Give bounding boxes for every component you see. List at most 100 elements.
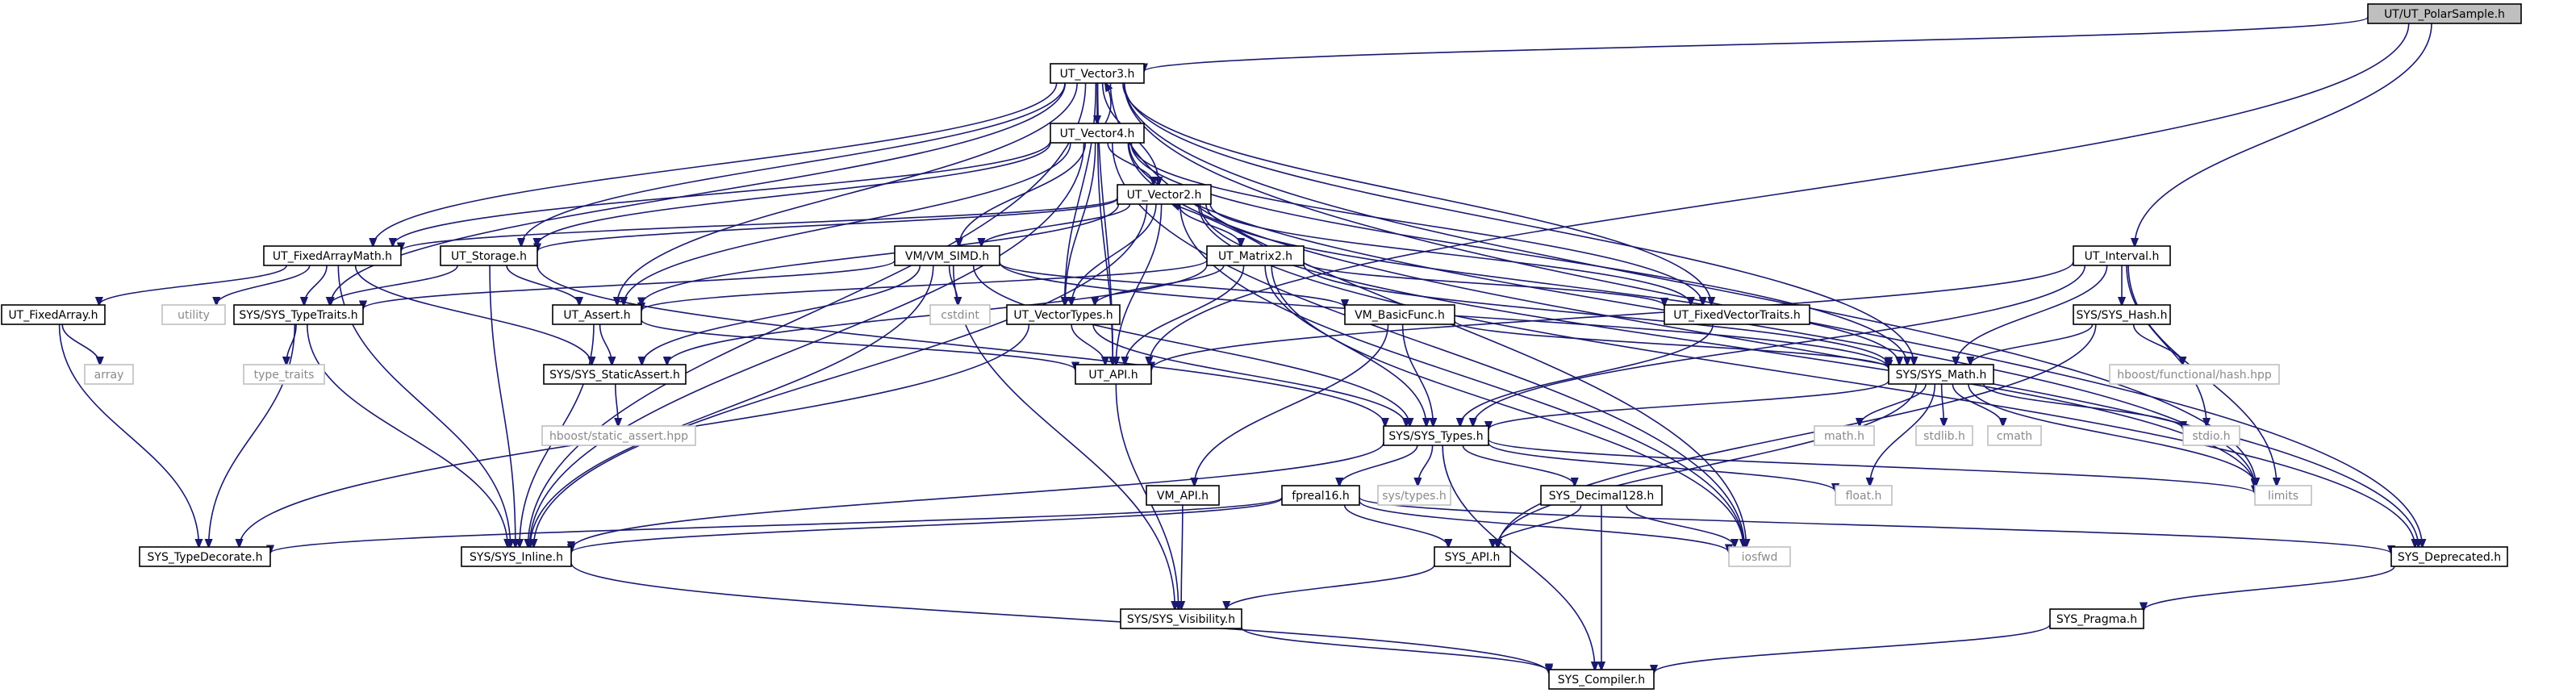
node-cmath: cmath: [1987, 425, 2042, 446]
node-box: [233, 304, 364, 325]
node-label: fpreal16.h: [1292, 490, 1349, 503]
edge-matrix2-to-iosfwd: [1271, 265, 1743, 547]
node-label: UT_Matrix2.h: [1218, 250, 1292, 263]
edge-fixedvectortraits-to-systypes: [1460, 324, 1714, 426]
node-box: [1146, 485, 1220, 506]
node-label: SYS/SYS_Math.h: [1896, 369, 1987, 382]
edge-vector2-to-vmsimd: [981, 203, 1131, 246]
node-storage[interactable]: UT_Storage.h: [440, 245, 538, 266]
edge-interval-to-systypes: [1473, 265, 2086, 426]
edge-fixedarray-to-array: [61, 324, 100, 365]
node-interval[interactable]: UT_Interval.h: [2073, 245, 2171, 266]
node-syshash[interactable]: SYS/SYS_Hash.h: [2073, 304, 2171, 325]
node-label: VM/VM_SIMD.h: [905, 250, 989, 263]
node-systypes[interactable]: SYS/SYS_Types.h: [1383, 425, 1489, 446]
node-sysinline[interactable]: SYS/SYS_Inline.h: [461, 546, 572, 567]
node-fpreal16[interactable]: fpreal16.h: [1281, 485, 1360, 506]
edge-vector2-to-sysinline: [533, 203, 1148, 547]
edge-vmsimd-to-systypes: [972, 265, 1410, 426]
node-compiler[interactable]: SYS_Compiler.h: [1548, 669, 1655, 690]
node-assert[interactable]: UT_Assert.h: [552, 304, 642, 325]
edge-fixedarraymath-to-utility: [216, 265, 311, 305]
node-box: [1548, 669, 1655, 690]
node-deprecated[interactable]: SYS_Deprecated.h: [2390, 546, 2508, 567]
node-polarsample[interactable]: UT/UT_PolarSample.h: [2367, 3, 2522, 24]
node-vectortypes[interactable]: UT_VectorTypes.h: [1006, 304, 1121, 325]
edge-interval-to-stdio: [2126, 265, 2207, 426]
node-staticassert[interactable]: SYS/SYS_StaticAssert.h: [543, 364, 687, 385]
node-label: cmath: [1997, 430, 2032, 443]
node-sysmath[interactable]: SYS/SYS_Math.h: [1888, 364, 1994, 385]
node-fixedvectortraits[interactable]: UT_FixedVectorTraits.h: [1664, 304, 1810, 325]
node-sysapi[interactable]: SYS_API.h: [1434, 546, 1511, 567]
node-box: [1377, 485, 1451, 506]
node-fixedarray[interactable]: UT_FixedArray.h: [1, 304, 106, 325]
edge-fpreal16-to-sysinline: [571, 497, 1283, 553]
edge-syshash-to-sysmath: [1970, 324, 2094, 365]
edge-vector2-to-deprecated: [1197, 203, 2415, 547]
node-box: [2254, 485, 2312, 506]
node-cstdint: cstdint: [929, 304, 991, 325]
node-label: SYS/SYS_StaticAssert.h: [549, 369, 680, 382]
edge-vectortypes-to-utapi: [1071, 324, 1105, 365]
node-vmbasicfunc[interactable]: VM_BasicFunc.h: [1344, 304, 1455, 325]
node-box: [1383, 425, 1489, 446]
node-box: [1344, 304, 1455, 325]
edge-vector4-to-iosfwd: [1111, 142, 1744, 547]
edge-staticassert-to-staticasserthpp: [616, 383, 618, 426]
edge-systypes-to-decimal128: [1462, 445, 1575, 486]
edge-syshash-to-sysapi: [1498, 324, 2097, 547]
node-box: [1120, 608, 1242, 629]
edge-sysmath-to-sysapi: [1497, 383, 1917, 547]
node-label: SYS_Pragma.h: [2056, 613, 2137, 626]
node-utapi[interactable]: UT_API.h: [1075, 364, 1152, 385]
node-decimal128[interactable]: SYS_Decimal128.h: [1540, 485, 1663, 506]
edge-systypes-to-systypesh: [1417, 445, 1434, 486]
node-label: UT/UT_PolarSample.h: [2384, 8, 2505, 21]
node-fixedarraymath[interactable]: UT_FixedArrayMath.h: [263, 245, 402, 266]
edge-decimal128-to-sysapi: [1493, 504, 1582, 547]
edge-fixedarraymath-to-staticassert: [354, 265, 592, 365]
node-label: limits: [2268, 490, 2298, 503]
node-box: [1987, 425, 2042, 446]
node-vector2[interactable]: UT_Vector2.h: [1117, 184, 1212, 205]
node-box: [543, 364, 687, 385]
nodes: UT/UT_PolarSample.hUT_Vector3.hUT_Vector…: [1, 3, 2522, 690]
edge-sysmath-to-systypes: [1488, 380, 1889, 429]
node-array: array: [84, 364, 134, 385]
node-label: UT_FixedArrayMath.h: [273, 250, 392, 263]
node-matrix2[interactable]: UT_Matrix2.h: [1206, 245, 1305, 266]
edge-vector2-to-vectortypes: [1071, 203, 1157, 305]
node-typedecorate[interactable]: SYS_TypeDecorate.h: [139, 546, 271, 567]
node-label: float.h: [1846, 490, 1882, 503]
edge-sysapi-to-visibility: [1226, 564, 1435, 609]
node-utility: utility: [161, 304, 226, 325]
node-typetraits[interactable]: SYS/SYS_TypeTraits.h: [233, 304, 364, 325]
edge-vector4-to-vector3: [1105, 83, 1111, 124]
edge-visibility-to-compiler: [1241, 627, 1549, 672]
edge-deprecated-to-pragma: [2144, 566, 2395, 611]
node-box: [1050, 63, 1145, 84]
node-vmsimd[interactable]: VM/VM_SIMD.h: [894, 245, 1000, 266]
edge-typetraits-to-type_traits: [286, 324, 297, 365]
edge-vector4-to-vectortypes: [1065, 142, 1096, 305]
node-label: cstdint: [941, 309, 979, 322]
edge-fpreal16-to-deprecated: [1359, 496, 2391, 553]
node-box: [2182, 425, 2240, 446]
node-box: [461, 546, 572, 567]
node-vmapi[interactable]: VM_API.h: [1146, 485, 1220, 506]
edge-vmsimd-to-vmbasicfunc: [999, 261, 1345, 307]
node-box: [1281, 485, 1360, 506]
node-box: [1006, 304, 1121, 325]
node-box: [1915, 425, 1973, 446]
node-label: stdio.h: [2192, 430, 2230, 443]
node-box: [1, 304, 106, 325]
node-vector4[interactable]: UT_Vector4.h: [1050, 123, 1145, 144]
node-visibility[interactable]: SYS/SYS_Visibility.h: [1120, 608, 1242, 629]
edge-matrix2-to-fixedvectortraits: [1303, 261, 1664, 306]
node-pragma[interactable]: SYS_Pragma.h: [2049, 608, 2144, 629]
edge-vector4-to-sysinline: [529, 142, 1085, 547]
node-vector3[interactable]: UT_Vector3.h: [1050, 63, 1145, 84]
node-label: UT_Assert.h: [563, 309, 630, 322]
edge-storage-to-systypes: [536, 265, 1385, 426]
